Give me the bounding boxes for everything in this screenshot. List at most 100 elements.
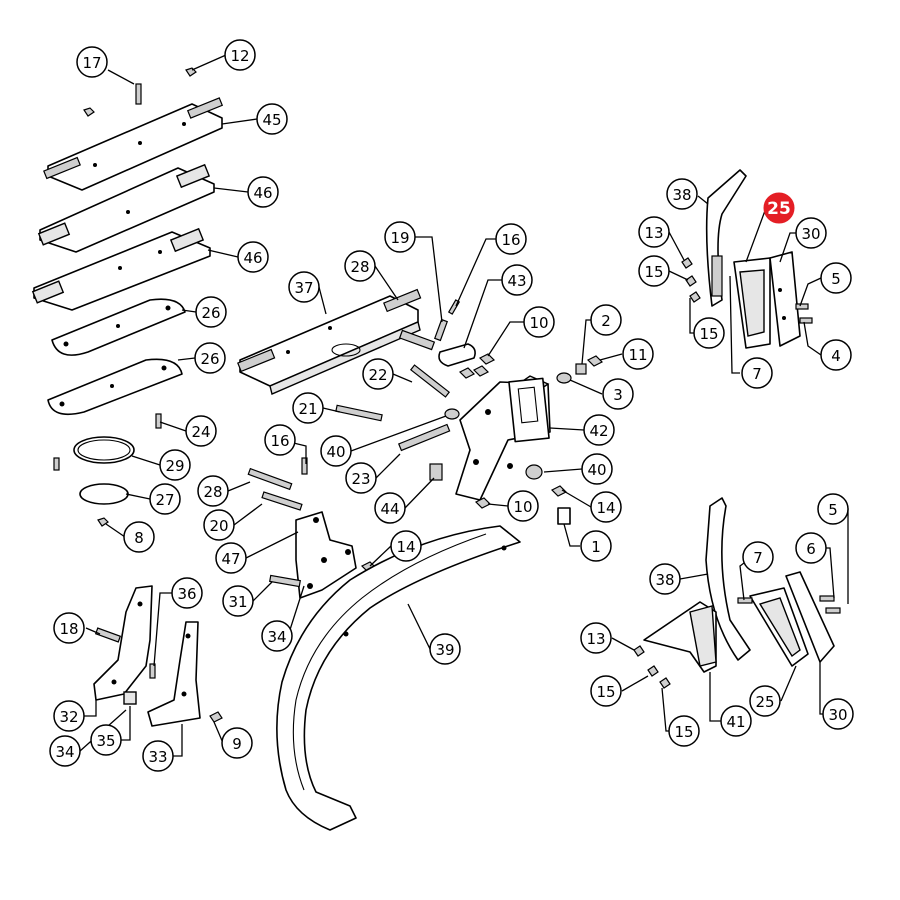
part-36-pin xyxy=(149,663,156,679)
callout-c30a: 30 xyxy=(795,217,827,249)
callout-c12: 12 xyxy=(224,39,256,71)
part-37-plate-assembly xyxy=(237,288,422,395)
callout-circle xyxy=(53,612,85,644)
callout-circle xyxy=(320,435,352,467)
part-3-washer xyxy=(556,372,572,384)
callout-circle xyxy=(583,414,615,446)
callout-c28b: 28 xyxy=(197,475,229,507)
part-38-lower-shin xyxy=(705,497,751,661)
callout-c15d: 15 xyxy=(668,715,700,747)
callout-label: 13 xyxy=(644,224,663,242)
callout-c38a: 38 xyxy=(666,178,698,210)
callout-c39: 39 xyxy=(429,633,461,665)
callout-label: 25 xyxy=(755,693,774,711)
callout-c5a: 5 xyxy=(820,262,852,294)
callout-label: 15 xyxy=(674,723,693,741)
callout-c4: 4 xyxy=(820,339,852,371)
callout-label: 10 xyxy=(513,498,532,516)
callout-c13a: 13 xyxy=(638,216,670,248)
part-45-top-plate xyxy=(43,97,224,191)
callout-c16a: 16 xyxy=(495,223,527,255)
callout-circle xyxy=(215,542,247,574)
callout-c7a: 7 xyxy=(741,357,773,389)
callout-label: 11 xyxy=(628,346,647,364)
callout-circle xyxy=(288,271,320,303)
callout-circle xyxy=(142,740,174,772)
part-20-bolt xyxy=(261,491,303,511)
part-1-plug xyxy=(557,507,571,525)
callout-circle xyxy=(194,342,226,374)
callout-circle xyxy=(247,176,279,208)
callout-label: 26 xyxy=(200,350,219,368)
callout-circle xyxy=(390,530,422,562)
callout-label: 15 xyxy=(596,683,615,701)
callout-c14a: 14 xyxy=(590,491,622,523)
callout-label: 43 xyxy=(507,272,526,290)
callout-label: 39 xyxy=(435,641,454,659)
callout-c40a: 40 xyxy=(320,435,352,467)
callout-circle xyxy=(344,250,376,282)
callout-label: 33 xyxy=(148,748,167,766)
part-21-bolt xyxy=(335,404,383,422)
callout-label: 4 xyxy=(831,347,841,365)
callout-c44: 44 xyxy=(374,492,406,524)
callout-circle xyxy=(742,541,774,573)
callout-circle xyxy=(159,449,191,481)
callout-label: 10 xyxy=(529,314,548,332)
callout-c5b: 5 xyxy=(817,493,849,525)
callout-circle xyxy=(580,622,612,654)
callout-circle xyxy=(195,296,227,328)
callout-c26a: 26 xyxy=(195,296,227,328)
callout-c45: 45 xyxy=(256,103,288,135)
part-39-shank xyxy=(276,525,521,831)
callout-label: 7 xyxy=(753,549,763,567)
callout-label: 40 xyxy=(326,443,345,461)
callout-label: 25 xyxy=(767,199,791,219)
callout-c8: 8 xyxy=(123,521,155,553)
callout-c41: 41 xyxy=(720,705,752,737)
callout-label: 22 xyxy=(368,366,387,384)
leader-lines xyxy=(79,54,849,757)
part-9-nut xyxy=(209,711,223,723)
callout-c1: 1 xyxy=(580,530,612,562)
callout-circle xyxy=(429,633,461,665)
callout-label: 7 xyxy=(752,365,762,383)
callout-circle xyxy=(638,216,670,248)
callout-label: 30 xyxy=(828,706,847,724)
part-38-upper-shin xyxy=(705,169,747,307)
callout-c21: 21 xyxy=(292,392,324,424)
callout-circle xyxy=(76,46,108,78)
callout-circle xyxy=(795,532,827,564)
callout-label: 42 xyxy=(589,422,608,440)
callout-c6: 6 xyxy=(795,532,827,564)
callout-label: 37 xyxy=(294,279,313,297)
callout-circle xyxy=(224,39,256,71)
callout-c22: 22 xyxy=(362,358,394,390)
callout-label: 46 xyxy=(243,249,262,267)
callout-label: 47 xyxy=(221,550,240,568)
part-8-nut xyxy=(97,517,109,527)
callout-c15c: 15 xyxy=(590,675,622,707)
callout-c11: 11 xyxy=(622,338,654,370)
callout-label: 36 xyxy=(177,585,196,603)
callout-c36: 36 xyxy=(171,577,203,609)
callout-label: 44 xyxy=(380,500,399,518)
part-32-bracket xyxy=(93,585,153,701)
callout-circle xyxy=(622,338,654,370)
callout-label: 21 xyxy=(298,400,317,418)
callout-circle xyxy=(666,178,698,210)
callout-c20: 20 xyxy=(203,509,235,541)
callout-label: 24 xyxy=(191,423,210,441)
callout-label: 18 xyxy=(59,620,78,638)
callout-label: 1 xyxy=(591,538,601,556)
callout-circle xyxy=(638,255,670,287)
callout-label: 45 xyxy=(262,111,281,129)
callout-label: 29 xyxy=(165,457,184,475)
callout-circle xyxy=(668,715,700,747)
callout-circle xyxy=(590,675,622,707)
callout-c24: 24 xyxy=(185,415,217,447)
part-11-nut xyxy=(586,355,604,367)
part-23-pin xyxy=(397,423,451,452)
callout-c10a: 10 xyxy=(523,306,555,338)
callout-c27: 27 xyxy=(149,483,181,515)
